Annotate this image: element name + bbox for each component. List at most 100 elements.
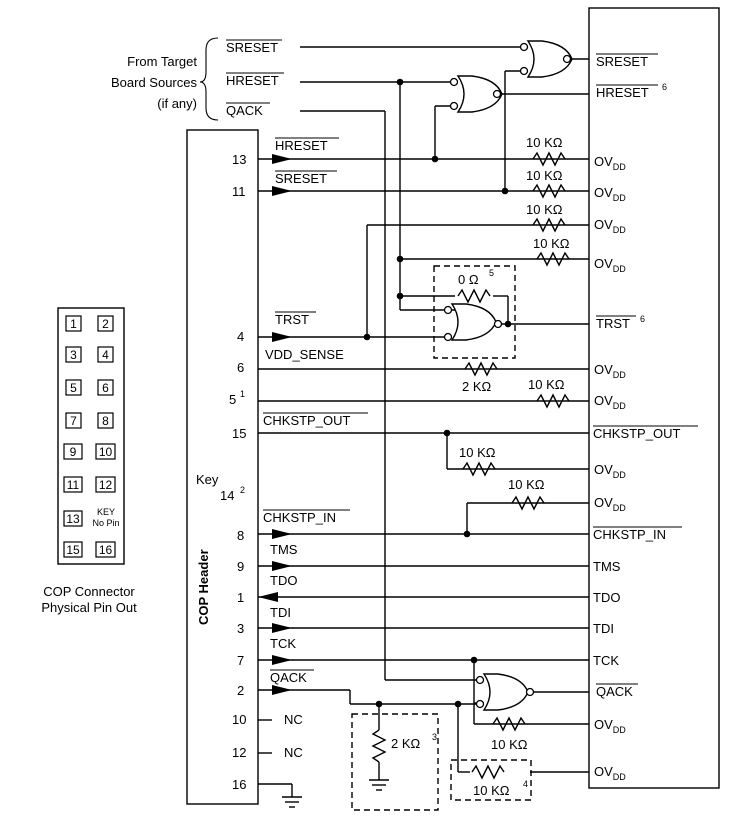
sig-vddsense-label: VDD_SENSE bbox=[265, 347, 344, 362]
sig-sreset-label: SRESET bbox=[275, 171, 327, 186]
key-pin-number: 14 bbox=[220, 488, 234, 503]
pin-2-number: 2 bbox=[237, 683, 244, 698]
svg-text:3: 3 bbox=[70, 348, 77, 362]
pin-13-number: 13 bbox=[232, 152, 246, 167]
optional-0ohm-box bbox=[433, 265, 516, 359]
svg-text:13: 13 bbox=[66, 512, 80, 526]
svg-text:10: 10 bbox=[99, 445, 113, 459]
r-label-9-note: 4 bbox=[523, 779, 528, 789]
svg-text:9: 9 bbox=[70, 445, 77, 459]
pin-16-number: 16 bbox=[232, 777, 246, 792]
r-label-5: 10 KΩ bbox=[528, 377, 565, 392]
proc-trst-note: 6 bbox=[640, 314, 645, 324]
gate-qack bbox=[475, 673, 535, 711]
sig-hreset-label: HRESET bbox=[275, 138, 328, 153]
svg-text:11: 11 bbox=[67, 478, 80, 492]
svg-text:OVDD: OVDD bbox=[594, 717, 626, 735]
r-label-3: 10 KΩ bbox=[526, 202, 563, 217]
svg-text:8: 8 bbox=[102, 414, 109, 428]
r-label-0ohm-note: 5 bbox=[489, 268, 494, 278]
r-label-4: 10 KΩ bbox=[533, 236, 570, 251]
proc-hreset-label: HRESET bbox=[596, 85, 649, 100]
pin-11-number: 11 bbox=[232, 184, 246, 199]
svg-text:5: 5 bbox=[70, 381, 77, 395]
r-label-0ohm: 0 Ω bbox=[458, 272, 479, 287]
proc-hreset-note: 6 bbox=[662, 82, 667, 92]
proc-tck-label: TCK bbox=[593, 653, 619, 668]
svg-text:7: 7 bbox=[70, 414, 77, 428]
sig-tck-label: TCK bbox=[270, 636, 296, 651]
sig-trst-label: TRST bbox=[275, 312, 309, 327]
pin-4-number: 4 bbox=[237, 329, 244, 344]
r-label-6: 10 KΩ bbox=[459, 445, 496, 460]
key-label: Key bbox=[196, 472, 219, 487]
brace-label-line2: Board Sources bbox=[111, 75, 197, 90]
svg-text:12: 12 bbox=[99, 478, 113, 492]
svg-text:OVDD: OVDD bbox=[594, 393, 626, 411]
proc-sreset-label: SRESET bbox=[596, 54, 648, 69]
pinout-outline bbox=[57, 307, 125, 565]
sig-qack-label: QACK bbox=[270, 670, 307, 685]
proc-tdo-label: TDO bbox=[593, 590, 620, 605]
pin-7-number: 7 bbox=[237, 653, 244, 668]
pin-8-number: 8 bbox=[237, 528, 244, 543]
proc-trst-label: TRST bbox=[596, 316, 630, 331]
svg-text:1: 1 bbox=[70, 317, 77, 331]
proc-qack-label: QACK bbox=[596, 684, 633, 699]
pin-1-number: 1 bbox=[237, 590, 244, 605]
cop-header-box bbox=[186, 129, 259, 805]
r-label-1: 10 KΩ bbox=[526, 135, 563, 150]
svg-text:OVDD: OVDD bbox=[594, 256, 626, 274]
r-label-2k-qack: 2 KΩ bbox=[391, 736, 421, 751]
svg-text:No Pin: No Pin bbox=[92, 518, 119, 528]
pin-15-number: 15 bbox=[232, 426, 246, 441]
nc-label-pin10: NC bbox=[284, 712, 303, 727]
proc-tdi-label: TDI bbox=[593, 621, 614, 636]
svg-text:4: 4 bbox=[102, 348, 109, 362]
pin-12-number: 12 bbox=[232, 745, 246, 760]
brace-label-line3: (if any) bbox=[157, 96, 197, 111]
junction-dots bbox=[363, 78, 512, 708]
r-label-8: 10 KΩ bbox=[491, 737, 528, 752]
physical-pinout: 1 2 3 4 5 6 7 8 9 10 11 12 13 KEY No Pin… bbox=[57, 307, 125, 565]
svg-text:OVDD: OVDD bbox=[594, 154, 626, 172]
cop-header-label: COP Header bbox=[196, 549, 211, 625]
wiring bbox=[258, 46, 589, 808]
src-hreset-label: HRESET bbox=[226, 73, 279, 88]
pin-10-number: 10 bbox=[232, 712, 246, 727]
src-sreset-label: SRESET bbox=[226, 40, 278, 55]
optional-2k-box bbox=[351, 713, 439, 811]
svg-text:OVDD: OVDD bbox=[594, 217, 626, 235]
svg-text:6: 6 bbox=[102, 381, 109, 395]
svg-text:2: 2 bbox=[102, 317, 109, 331]
proc-tms-label: TMS bbox=[593, 559, 621, 574]
svg-text:OVDD: OVDD bbox=[594, 185, 626, 203]
sig-chkstpin-label: CHKSTP_IN bbox=[263, 510, 336, 525]
proc-chkstpout-label: CHKSTP_OUT bbox=[593, 426, 680, 441]
direction-arrows bbox=[258, 154, 292, 695]
r-label-9: 10 KΩ bbox=[473, 783, 510, 798]
sig-tdi-label: TDI bbox=[270, 605, 291, 620]
svg-text:KEY: KEY bbox=[97, 507, 115, 517]
pin-9-number: 9 bbox=[237, 559, 244, 574]
svg-text:16: 16 bbox=[99, 543, 113, 557]
sig-tdo-label: TDO bbox=[270, 573, 297, 588]
pinout-caption-2: Physical Pin Out bbox=[41, 600, 137, 615]
ovdd-labels: OVDD OVDD OVDD OVDD OVDD OVDD OVDD OVDD … bbox=[594, 154, 626, 782]
resistor-symbols bbox=[369, 151, 570, 791]
svg-text:15: 15 bbox=[66, 543, 80, 557]
r-label-2: 10 KΩ bbox=[526, 168, 563, 183]
r-label-7: 10 KΩ bbox=[508, 477, 545, 492]
gate-hreset bbox=[449, 75, 503, 113]
r-label-2k-note: 3 bbox=[432, 732, 437, 742]
pin-5-note: 1 bbox=[240, 389, 245, 399]
sig-chkstpout-label: CHKSTP_OUT bbox=[263, 413, 350, 428]
svg-text:OVDD: OVDD bbox=[594, 362, 626, 380]
proc-chkstpin-label: CHKSTP_IN bbox=[593, 527, 666, 542]
nc-label-pin12: NC bbox=[284, 745, 303, 760]
sig-tms-label: TMS bbox=[270, 542, 298, 557]
r-label-2k-vddsense: 2 KΩ bbox=[462, 379, 492, 394]
key-pin-note: 2 bbox=[240, 485, 245, 495]
svg-text:OVDD: OVDD bbox=[594, 764, 626, 782]
